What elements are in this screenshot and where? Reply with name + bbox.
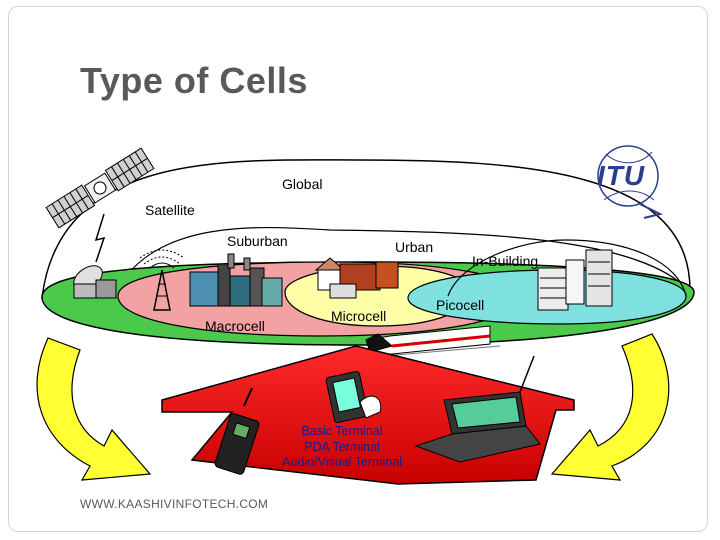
satellite-icon (45, 147, 155, 263)
urban-buildings-icon (314, 257, 399, 299)
slide-frame (8, 6, 708, 532)
label-satellite: Satellite (145, 202, 195, 218)
label-macrocell: Macrocell (205, 318, 265, 334)
label-microcell: Microcell (331, 308, 387, 324)
right-arrow (550, 333, 670, 481)
picocell-dome (447, 239, 687, 297)
label-suburban: Suburban (227, 233, 288, 249)
label-urban: Urban (395, 239, 434, 255)
label-picocell: Picocell (436, 297, 485, 313)
in-building-icon (537, 249, 613, 311)
mobile-phone-icon (214, 387, 260, 475)
terminal-types: Basic Terminal PDA Terminal Audio/Visual… (262, 424, 422, 471)
footer-url: WWW.KAASHIVINFOTECH.COM (80, 497, 269, 511)
itu-logo-text: ITU (597, 160, 646, 191)
terminal-audio-visual: Audio/Visual Terminal (282, 455, 402, 469)
itu-logo-icon (597, 145, 663, 219)
left-arrow (36, 337, 152, 481)
label-global: Global (282, 176, 323, 192)
pda-icon (325, 371, 382, 423)
terminal-pda: PDA Terminal (304, 439, 380, 454)
label-in-building: In-Building (472, 253, 539, 269)
laptop-icon (414, 355, 541, 463)
ground-station-icon (73, 265, 117, 299)
terminal-basic: Basic Terminal (301, 424, 383, 438)
slide-title: Type of Cells (80, 60, 308, 101)
macrocell-tower-icon (139, 249, 185, 311)
macro-dome-outline (111, 226, 691, 299)
suburban-buildings-icon (189, 253, 283, 307)
